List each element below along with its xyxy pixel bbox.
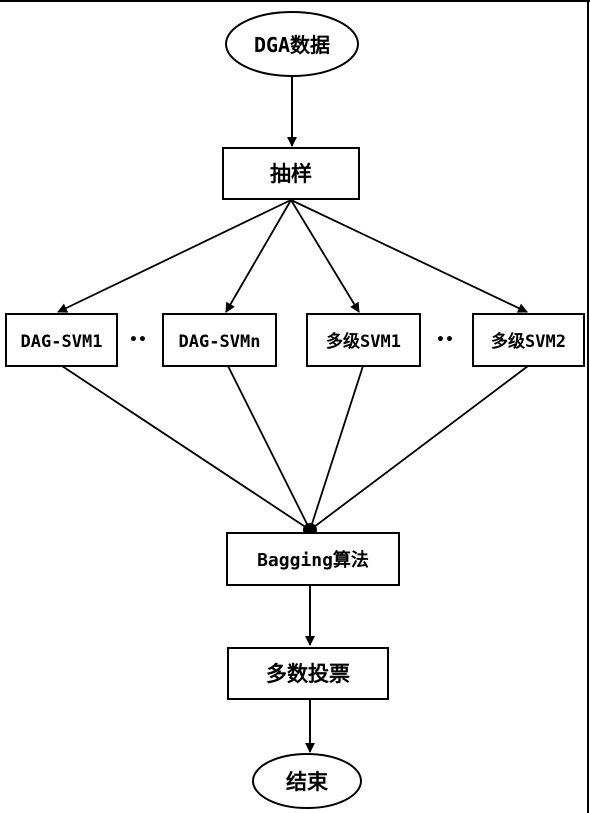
voting-node-label: 多数投票 — [266, 662, 350, 686]
multi-svm2-node-shape — [472, 313, 585, 367]
end-node-label: 结束 — [286, 770, 329, 794]
ellipsis-left: •• — [129, 332, 147, 348]
multi-svm2-node-label: 多级SVM2 — [491, 331, 566, 352]
start-node-label: DGA数据 — [254, 33, 330, 57]
ellipsis-right: •• — [436, 332, 454, 348]
multi-svm1-node-shape — [306, 313, 421, 367]
dag-svm1-node-shape — [5, 313, 118, 367]
edge-sampling-to-dag-svmn — [225, 199, 292, 313]
dag-svmn-node-label: DAG-SVMn — [179, 332, 261, 352]
bagging-node-label: Bagging算法 — [257, 549, 369, 571]
end-node-shape — [252, 753, 362, 809]
edge-multi-svm2-to-bagging — [309, 365, 529, 531]
multi-svm1-node-label: 多级SVM1 — [326, 331, 401, 352]
sampling-node-shape — [222, 147, 360, 200]
edge-dag-svm1-to-bagging — [61, 365, 311, 531]
edge-sampling-to-multi-svm1 — [290, 199, 360, 313]
edge-dag-svmn-to-bagging — [227, 365, 311, 531]
edge-sampling-to-multi-svm2 — [290, 199, 528, 313]
dag-svmn-node-shape — [162, 313, 277, 367]
voting-node-shape — [227, 647, 389, 700]
edge-multi-svm1-to-bagging — [309, 365, 364, 531]
bagging-node-shape — [226, 532, 400, 586]
edge-sampling-to-dag-svm1 — [57, 199, 292, 313]
dag-svm1-node-label: DAG-SVM1 — [21, 332, 103, 352]
sampling-node-label: 抽样 — [270, 162, 312, 186]
